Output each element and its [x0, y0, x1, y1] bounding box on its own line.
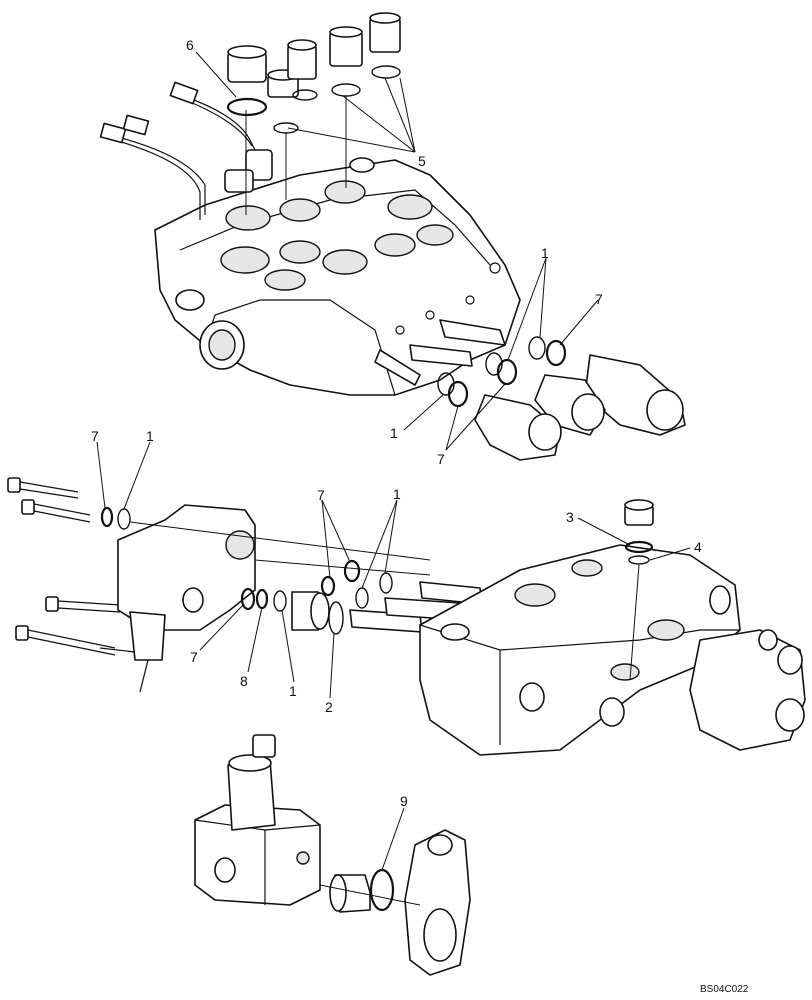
callout-1: 1	[541, 245, 549, 261]
callout-7: 7	[190, 649, 198, 665]
figure-code: BS04C022	[700, 984, 749, 995]
callout-1: 1	[393, 486, 401, 502]
callouts: 6 5 1 7 1 7 7 1 7 1 3 4 7 8 1 2 9	[91, 37, 702, 809]
callout-7: 7	[317, 487, 325, 503]
solenoid-valve-bottom	[194, 734, 471, 976]
callout-4: 4	[694, 539, 702, 555]
bolts-left	[7, 477, 121, 656]
control-valve-top-assembly	[154, 157, 521, 396]
callout-6: 6	[186, 37, 194, 53]
valve-body-middle	[419, 544, 806, 756]
relief-plug-right	[624, 499, 654, 681]
plug-set	[226, 12, 401, 215]
callout-1: 1	[289, 683, 297, 699]
leader-lines	[96, 51, 691, 871]
callout-9: 9	[400, 793, 408, 809]
callout-1: 1	[146, 428, 154, 444]
callout-5: 5	[418, 153, 426, 169]
callout-2: 2	[325, 699, 333, 715]
callout-7: 7	[595, 291, 603, 307]
callout-7: 7	[91, 428, 99, 444]
end-cover-block	[99, 504, 256, 693]
actuator-group-top	[437, 336, 686, 461]
callout-8: 8	[240, 673, 248, 689]
callout-1: 1	[390, 425, 398, 441]
callout-7: 7	[437, 451, 445, 467]
callout-3: 3	[566, 509, 574, 525]
